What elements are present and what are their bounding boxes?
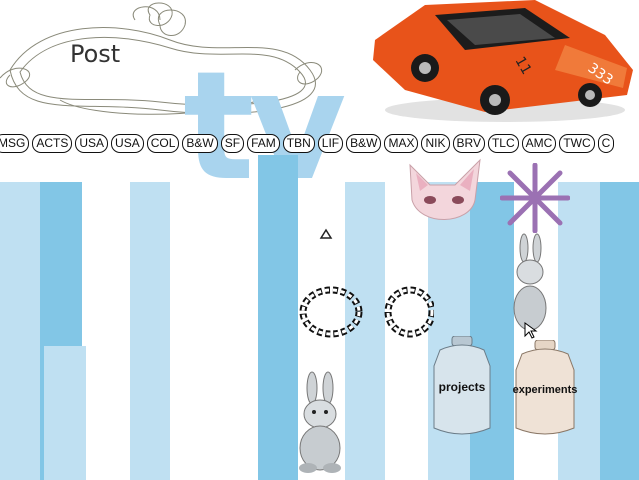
rope-ring-image (299, 286, 363, 338)
experiments-jar[interactable]: experiments (512, 340, 578, 438)
race-car-image: 333 11 (373, 0, 633, 122)
channel-badge[interactable]: TWC (559, 134, 595, 153)
rope-ring-image (384, 286, 434, 338)
swirl-frame-graphic (0, 2, 323, 115)
stripe (600, 182, 639, 480)
projects-jar[interactable]: projects (430, 336, 494, 438)
channel-badge[interactable]: B&W (182, 134, 218, 153)
channel-badge[interactable]: COL (146, 134, 180, 153)
rabbit-image (513, 233, 547, 331)
channel-badge[interactable]: B&W (346, 134, 382, 153)
channel-badge[interactable]: SF (220, 134, 245, 153)
cat-head-image (409, 158, 481, 220)
svg-text:11: 11 (512, 54, 535, 77)
jar-icon (433, 336, 491, 435)
channel-badge[interactable]: NIK (421, 134, 450, 153)
stripe (130, 182, 170, 480)
stripe (258, 155, 298, 480)
experiments-label: experiments (512, 384, 578, 396)
stripe (0, 182, 40, 480)
channel-badge[interactable]: MSG (0, 134, 30, 153)
stripe (44, 346, 86, 480)
projects-label: projects (438, 380, 486, 394)
channel-badge[interactable]: AMC (521, 134, 557, 153)
jar-icon (515, 340, 575, 435)
channel-badge[interactable]: ACTS (32, 134, 73, 153)
starburst-graphic (500, 163, 570, 233)
post-label: Post (70, 40, 121, 68)
triangle-icon (319, 228, 333, 239)
channel-badge[interactable]: BRV (452, 134, 485, 153)
channel-badge[interactable]: TBN (282, 134, 315, 153)
channel-badge[interactable]: C (597, 134, 615, 153)
channel-badge[interactable]: USA (75, 134, 109, 153)
mouse-cursor-icon (524, 322, 538, 339)
channel-badge[interactable]: FAM (247, 134, 280, 153)
channel-badge[interactable]: USA (111, 134, 144, 153)
channel-badge[interactable]: MAX (384, 134, 419, 153)
rabbit-image (299, 371, 341, 473)
channel-badge[interactable]: TLC (487, 134, 519, 153)
channel-badge[interactable]: LIF (317, 134, 344, 153)
